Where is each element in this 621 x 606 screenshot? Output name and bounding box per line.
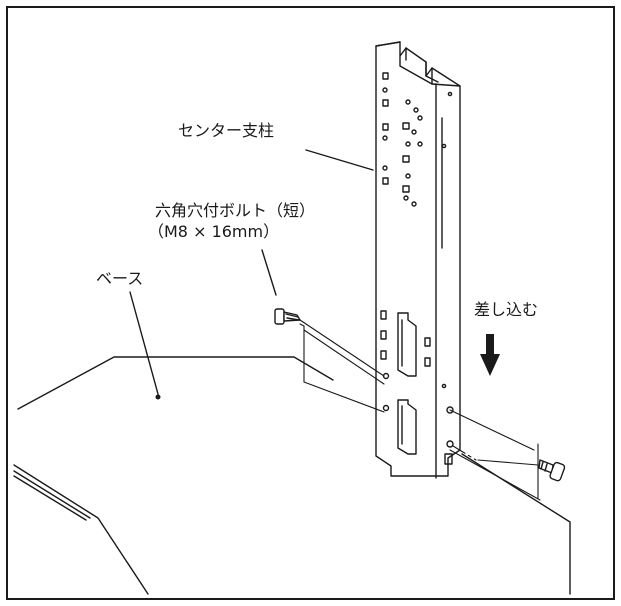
base-point-marker	[155, 394, 161, 400]
leader-lines	[129, 149, 374, 395]
center-pillar-label: センター支柱	[178, 121, 275, 140]
insert-arrow-icon	[480, 334, 500, 376]
bolt-size-label: （M8 × 16mm）	[148, 222, 280, 241]
bolt-left-guide	[299, 319, 385, 413]
base-plate	[13, 356, 571, 595]
bolt-left	[274, 308, 301, 325]
diagram-frame: センター支柱 六角穴付ボルト（短） （M8 × 16mm） ベース 差し込む	[6, 6, 615, 600]
bolt-right	[538, 459, 566, 482]
base-label: ベース	[96, 269, 144, 288]
bolt-right-guide	[449, 409, 541, 501]
center-pillar	[375, 41, 461, 479]
insert-label: 差し込む	[474, 300, 539, 319]
bolt-name-label: 六角穴付ボルト（短）	[155, 201, 316, 220]
assembly-illustration	[13, 41, 571, 595]
